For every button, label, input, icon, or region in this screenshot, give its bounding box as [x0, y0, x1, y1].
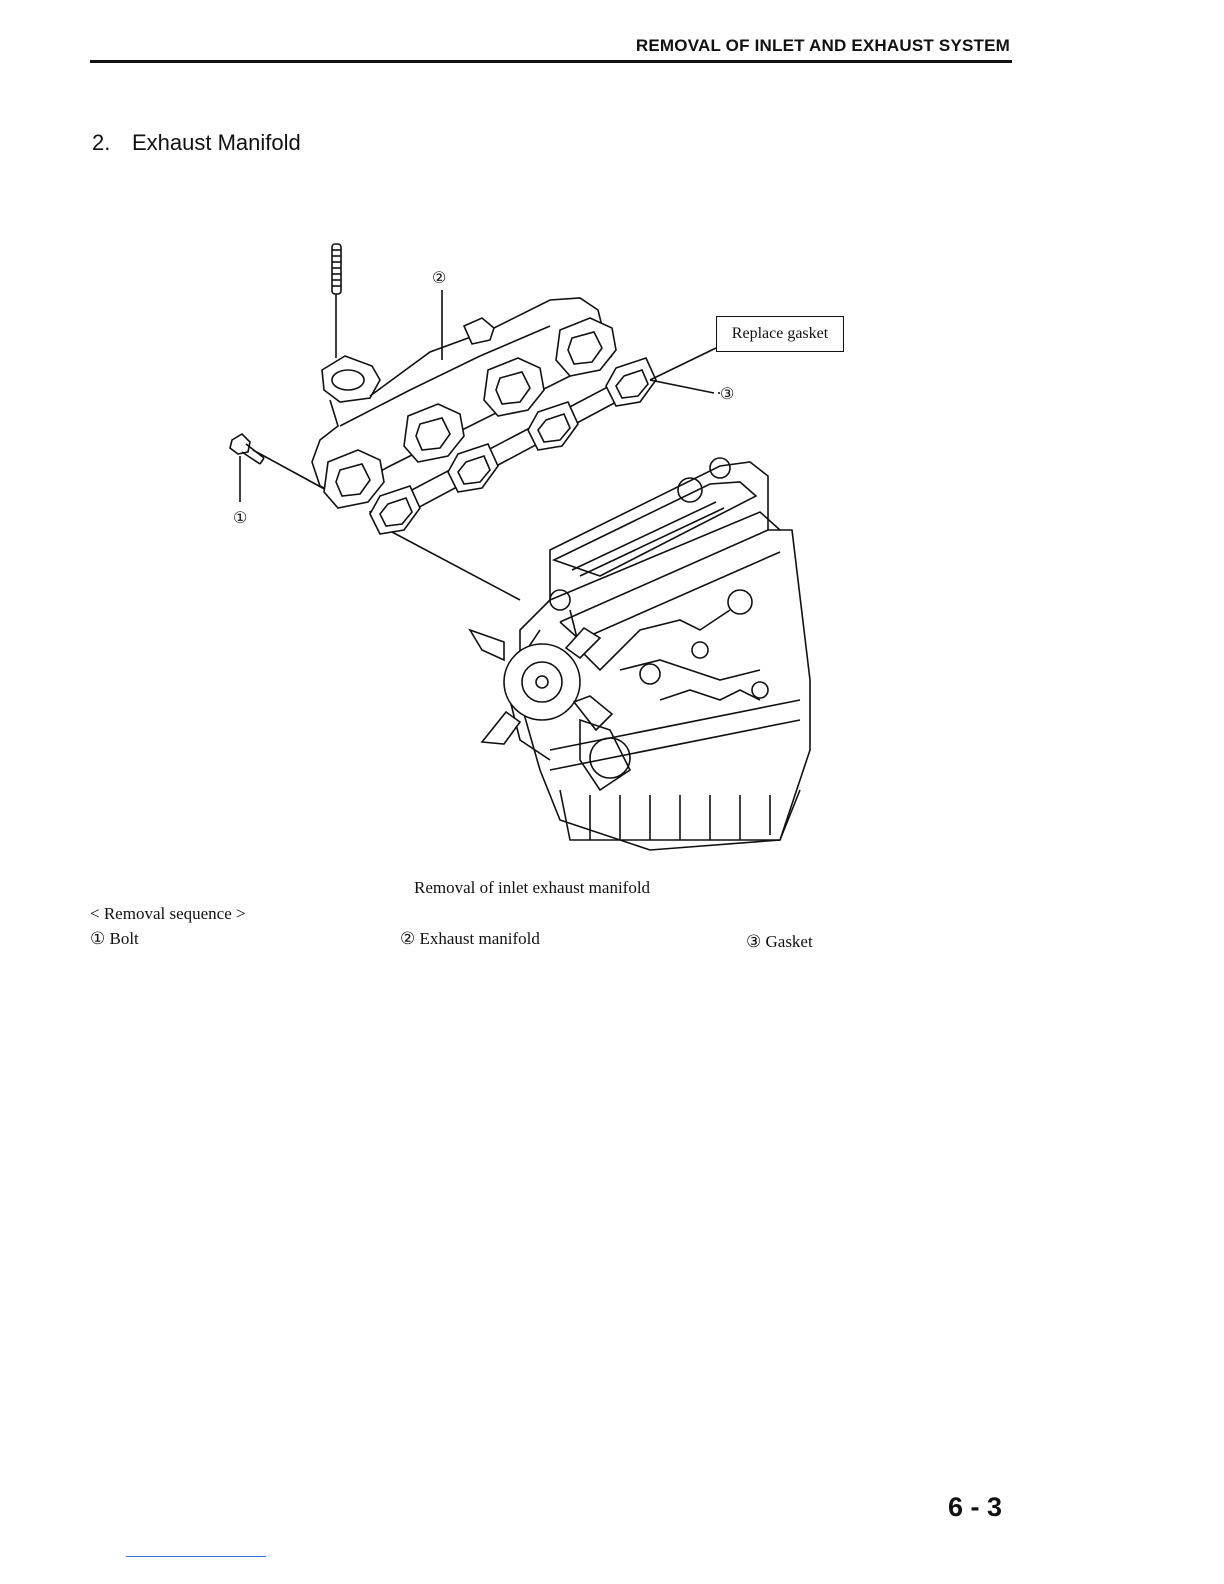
footer-rule	[126, 1556, 266, 1557]
section-title-text: Exhaust Manifold	[132, 130, 301, 155]
removal-sequence-heading: < Removal sequence >	[90, 904, 246, 924]
section-number: 2.	[92, 130, 132, 156]
replace-gasket-callout: Replace gasket	[716, 316, 844, 352]
figure-caption: Removal of inlet exhaust manifold	[414, 878, 650, 898]
label-exhaust-manifold: ②	[432, 268, 446, 288]
header-title: REMOVAL OF INLET AND EXHAUST SYSTEM	[636, 36, 1010, 56]
label-gasket: ③	[720, 384, 734, 404]
sequence-item-exhaust-manifold: ② Exhaust manifold	[400, 929, 540, 949]
header-rule	[90, 60, 1012, 63]
section-title: 2.Exhaust Manifold	[92, 130, 301, 156]
engine-drawing	[470, 458, 810, 850]
page-number: 6 - 3	[948, 1492, 1002, 1523]
sequence-item-bolt: ① Bolt	[90, 929, 139, 949]
sequence-item-gasket: ③ Gasket	[746, 932, 813, 952]
label-bolt: ①	[233, 508, 247, 528]
stud-bolt-drawing	[332, 244, 341, 358]
bolt-drawing	[230, 434, 330, 502]
